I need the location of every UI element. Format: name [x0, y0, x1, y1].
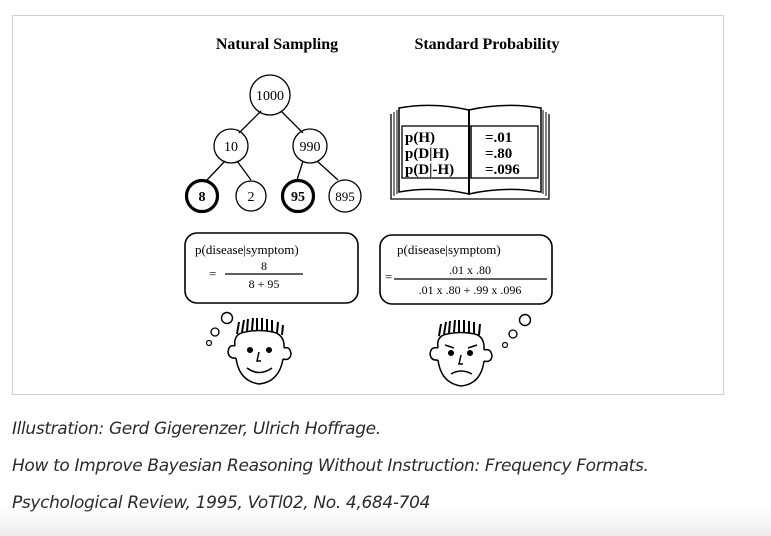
tree-node-highlighted: [280, 178, 316, 214]
thought-dot: [508, 329, 518, 339]
book-table: p(H) p(D|H) p(D|-H) =.01 =.80 =.096: [401, 125, 539, 179]
thought-dot: [518, 313, 532, 327]
formula-box: [379, 234, 553, 305]
tree-node: [213, 128, 249, 164]
tree-node-label: 95: [291, 190, 305, 205]
tree-edge: [236, 160, 252, 181]
figure-illustration: Natural Sampling 1000 10 990 8 2 95 8: [184, 36, 560, 387]
tree-node-label: 895: [335, 189, 355, 204]
tree-edge: [206, 160, 226, 181]
worried-face-icon: [429, 319, 493, 387]
caption-credit: Illustration: Gerd Gigerenzer, Ulrich Ho…: [12, 419, 381, 439]
tree-node: [292, 128, 328, 164]
tree-node-label: 1000: [256, 89, 284, 104]
book-value: =.01: [485, 130, 512, 146]
standard-probability-title: Standard Probability: [414, 36, 559, 53]
thought-bubble-right: p(disease|symptom) = .01 x .80 .01 x .80…: [379, 234, 553, 349]
bottom-fade: [0, 508, 771, 536]
caption-title: How to Improve Bayesian Reasoning Withou…: [12, 456, 649, 476]
frequency-tree: [184, 74, 362, 214]
book-label: p(H): [405, 130, 435, 146]
book-value: =.096: [485, 162, 520, 178]
formula-equals: =: [209, 266, 216, 281]
tree-node-label: 8: [199, 190, 206, 205]
formula-denominator: .01 x .80 + .99 x .096: [419, 283, 522, 297]
formula-equals: =: [385, 269, 392, 284]
happy-face-icon: [227, 317, 292, 385]
tree-edge: [296, 160, 304, 181]
book-table-border: [401, 125, 539, 179]
tree-edge: [316, 160, 339, 181]
formula-heading: p(disease|symptom): [195, 242, 299, 257]
formula-box: [184, 232, 359, 304]
book-value: =.80: [485, 146, 512, 162]
tree-node-label: 2: [248, 190, 255, 205]
book-label: p(D|-H): [405, 162, 454, 178]
thought-dot: [220, 311, 234, 325]
thought-bubble-left: p(disease|symptom) = 8 8 + 95: [184, 232, 359, 347]
thought-dot: [501, 341, 509, 349]
tree-node-label: 990: [300, 140, 321, 155]
open-book-icon: [390, 104, 550, 200]
tree-node: [328, 179, 362, 213]
tree-edge: [280, 110, 304, 134]
tree-edge: [238, 110, 262, 134]
formula-heading: p(disease|symptom): [397, 242, 501, 257]
tree-node-highlighted: [184, 178, 220, 214]
thought-dot: [205, 339, 213, 347]
natural-sampling-title: Natural Sampling: [216, 36, 338, 53]
formula-denominator: 8 + 95: [249, 277, 280, 291]
formula-numerator: .01 x .80: [449, 263, 491, 277]
tree-node-label: 10: [224, 140, 238, 155]
tree-node-root: [249, 74, 291, 116]
thought-dot: [210, 327, 220, 337]
tree-labels: 1000 10 990 8 2 95 895: [199, 89, 355, 205]
formula-numerator: 8: [261, 259, 267, 273]
figure: Natural Sampling 1000 10 990 8 2 95 8: [12, 15, 724, 395]
book-label: p(D|H): [405, 146, 449, 162]
tree-node: [235, 180, 267, 212]
